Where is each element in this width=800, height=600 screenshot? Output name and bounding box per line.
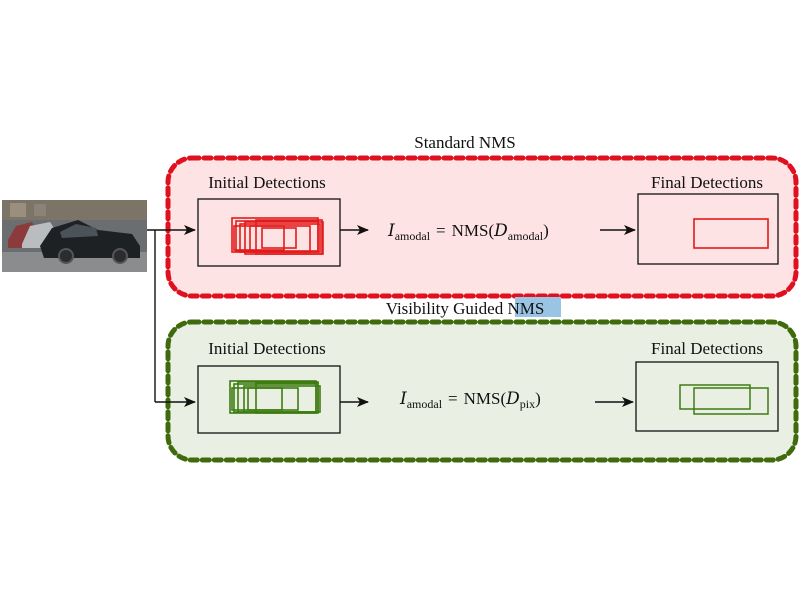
bottom-panel-frame (165, 319, 799, 463)
street-photo-icon (2, 200, 147, 272)
bottom-final-box (635, 361, 779, 432)
top-panel-frame (165, 155, 799, 299)
top-final-label: Final Detections (651, 173, 763, 192)
bottom-initial-box (197, 365, 341, 434)
top-equation: Iamodal=NMS(Damodal) (387, 221, 549, 243)
nms-highlight (515, 297, 561, 317)
bottom-panel-title: Visibility Guided NMS (386, 299, 545, 318)
bottom-final-label: Final Detections (651, 339, 763, 358)
top-final-detection (693, 218, 769, 249)
top-initial-label: Initial Detections (208, 173, 326, 192)
top-panel-title: Standard NMS (414, 133, 516, 152)
top-initial-detections (231, 217, 324, 255)
bottom-initial-detections (229, 380, 321, 414)
top-final-box (637, 193, 779, 265)
bottom-equation: Iamodal=NMS(Dpix) (399, 389, 541, 411)
bottom-initial-label: Initial Detections (208, 339, 326, 358)
top-initial-box (197, 198, 341, 267)
input-connectors (147, 225, 196, 407)
bottom-final-detections (679, 384, 769, 415)
